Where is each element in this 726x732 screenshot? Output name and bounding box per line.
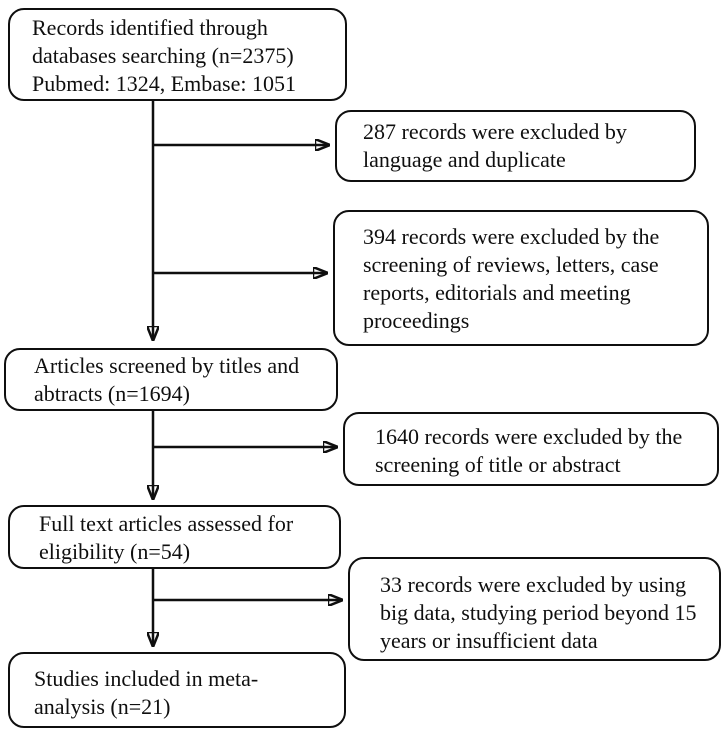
box-excluded-fulltext-reasons: 33 records were excluded by using big da… (348, 557, 721, 661)
box-records-identified: Records identified through databases sea… (8, 8, 347, 101)
box-included-meta-analysis: Studies included in meta- analysis (n=21… (8, 652, 346, 728)
box-screened-titles-abstracts: Articles screened by titles and abtracts… (4, 348, 338, 411)
box-excluded-publication-types: 394 records were excluded by the screeni… (333, 210, 709, 346)
box-fulltext-assessed: Full text articles assessed for eligibil… (8, 505, 341, 569)
box-excluded-title-abstract: 1640 records were excluded by the screen… (343, 412, 719, 486)
box-excluded-language-duplicate: 287 records were excluded by language an… (335, 110, 696, 182)
